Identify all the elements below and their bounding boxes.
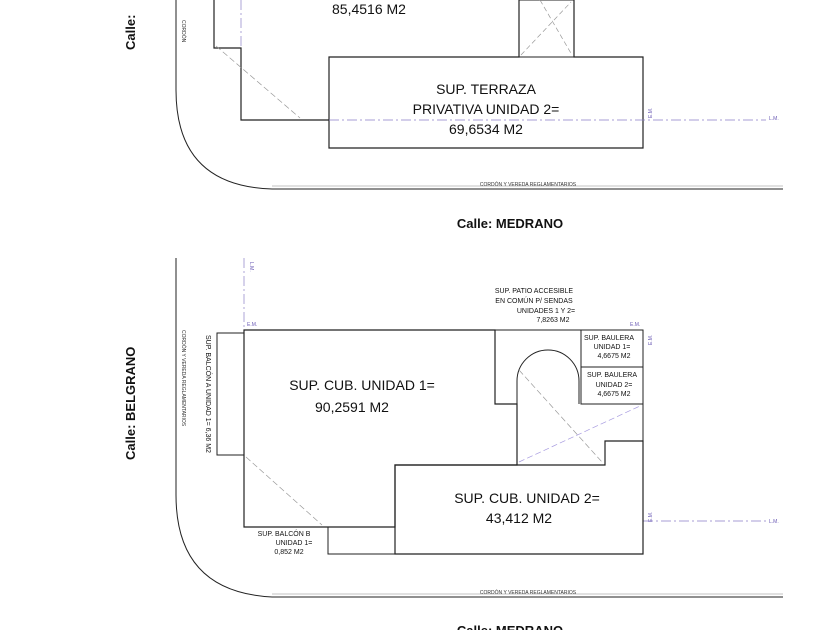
- patio-line2: EN COMÚN P/ SENDAS: [495, 296, 573, 305]
- lm-label-top: L.M.: [769, 116, 779, 122]
- building-outline-top: [213, 0, 644, 149]
- stair-arch: [516, 349, 580, 465]
- street-bottom: Calle: MEDRANO: [457, 623, 563, 630]
- lot-corner-curve-bottom: [175, 258, 783, 598]
- area-fragment-top: 85,4516 M2: [332, 1, 406, 17]
- patio-line4: 7,8263 M2: [536, 317, 569, 324]
- lm-label-bottom: L.M.: [769, 519, 779, 525]
- dashed-diagonal-bottom-2: [518, 369, 603, 463]
- unit1-line1: SUP. CUB. UNIDAD 1=: [289, 377, 435, 393]
- stair-diagonal-top-2: [539, 0, 573, 56]
- unit1-line2: 90,2591 M2: [315, 399, 389, 415]
- baulera1-line3: 4,6675 M2: [597, 353, 630, 360]
- patio-line3: UNIDADES 1 Y 2=: [517, 308, 575, 315]
- unit2-line2: 43,412 M2: [486, 510, 552, 526]
- terraza-line3: 69,6534 M2: [449, 121, 523, 137]
- curb-note-top: CORDÓN Y VEREDA REGLAMENTARIOS: [480, 181, 577, 188]
- street-side-bottom: Calle: BELGRANO: [123, 347, 138, 460]
- stair-diagonal-top: [520, 1, 572, 56]
- balcon-b-line3: 0,852 M2: [274, 549, 303, 556]
- balcon-a-outline: [216, 332, 245, 456]
- em-label-top: E.M.: [648, 108, 654, 118]
- dashed-diagonal-bottom-3: [518, 405, 641, 463]
- terraza-line1: SUP. TERRAZA: [436, 81, 537, 97]
- em-label-bottom-vert2: E.M.: [648, 335, 654, 345]
- stair-cell-top: [518, 0, 575, 58]
- lot-corner-curve-top: [175, 0, 783, 190]
- street-bottom-top: Calle: MEDRANO: [457, 216, 563, 231]
- plan-top: L.M. E.M. 85,4516 M2 SUP. TERRAZA PRIVAT…: [123, 0, 783, 231]
- curb-note-bottom: CORDÓN Y VEREDA REGLAMENTARIOS: [480, 589, 577, 596]
- side-curb-note-top: CORDÓN: [180, 20, 187, 43]
- balcon-a-label: SUP. BALCÓN A UNIDAD 1= 6,36 M2: [204, 335, 213, 453]
- dashed-diagonal-bottom-1: [245, 456, 323, 526]
- em-label-bottom-right: E.M.: [630, 322, 640, 328]
- side-curb-note-bottom: CORDÓN Y VEREDA REGLAMENTARIOS: [180, 330, 187, 427]
- patio-line1: SUP. PATIO ACCESIBLE: [495, 288, 574, 295]
- em-label-bottom: E.M.: [247, 322, 257, 328]
- baulera2-line2: UNIDAD 2=: [596, 382, 633, 389]
- plan-bottom: L.M. E.M. E.M. L.M. E.M. E.M. SUP. CUB. …: [123, 258, 783, 630]
- baulera2-line1: SUP. BAULERA: [587, 372, 637, 379]
- em-label-bottom-vert: E.M.: [648, 512, 654, 522]
- terraza-line2: PRIVATIVA UNIDAD 2=: [413, 101, 560, 117]
- baulera2-line3: 4,6675 M2: [597, 391, 630, 398]
- dashed-diagonal-top: [215, 45, 301, 119]
- balcon-b-line2: UNIDAD 1=: [276, 540, 313, 547]
- baulera2-outline: [580, 366, 644, 405]
- lm-label-bottom-v: L.M.: [248, 262, 254, 272]
- street-side-top-fragment: Calle:: [123, 15, 138, 50]
- baulera1-line1: SUP. BAULERA: [584, 335, 634, 342]
- baulera1-line2: UNIDAD 1=: [594, 344, 631, 351]
- balcon-b-line1: SUP. BALCÓN B: [258, 529, 311, 538]
- unit2-line1: SUP. CUB. UNIDAD 2=: [454, 490, 600, 506]
